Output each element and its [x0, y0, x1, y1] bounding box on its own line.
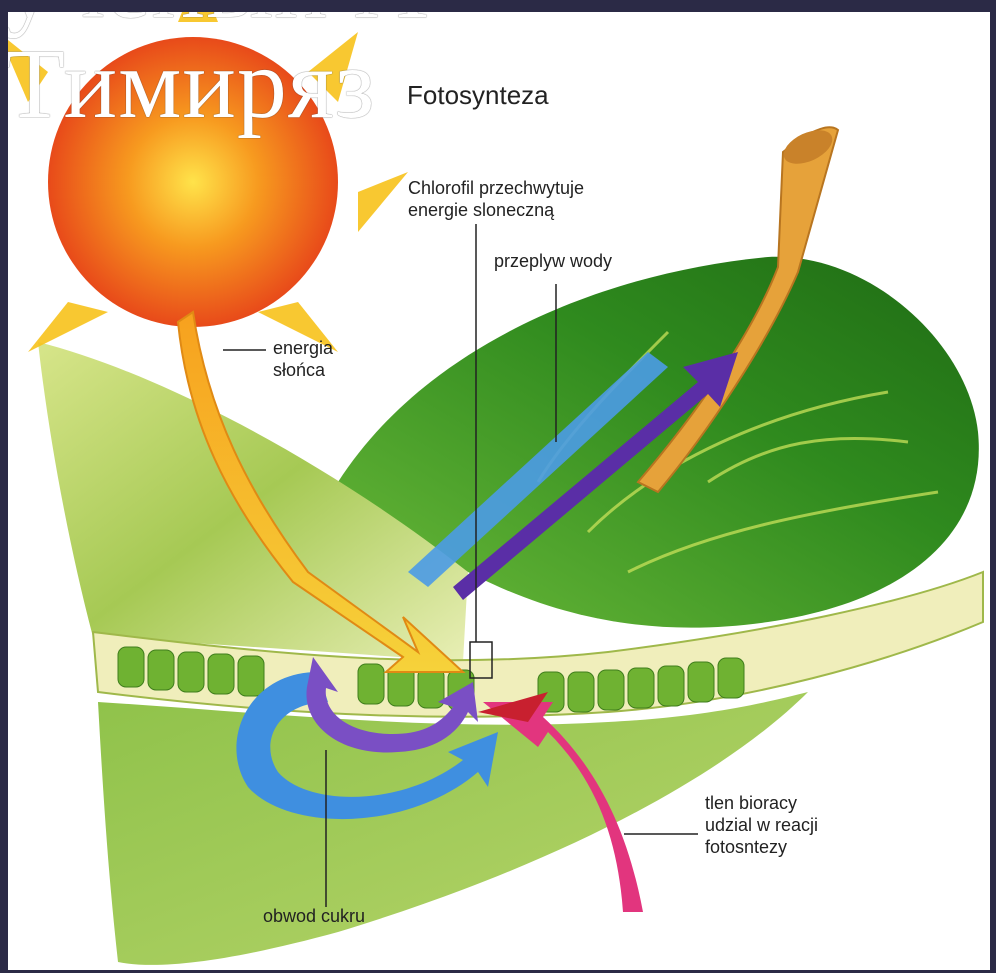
label-water-flow: przeplyw wody [494, 250, 612, 272]
label-oxygen: tlen bioracy udzial w reacji fotosntezy [705, 792, 818, 858]
label-solar-energy: energia słońca [273, 337, 333, 381]
slide-title-overlay: ученый А Тимиряз [8, 12, 990, 134]
label-chlorophyll: Chlorofil przechwytuje energie sloneczną [408, 177, 584, 221]
photosynthesis-diagram [8, 12, 990, 970]
label-sugar: obwod cukru [263, 905, 365, 927]
slide-canvas: Fotosynteza Chlorofil przechwytuje energ… [8, 12, 990, 970]
leaf-lower-blade [98, 692, 808, 965]
